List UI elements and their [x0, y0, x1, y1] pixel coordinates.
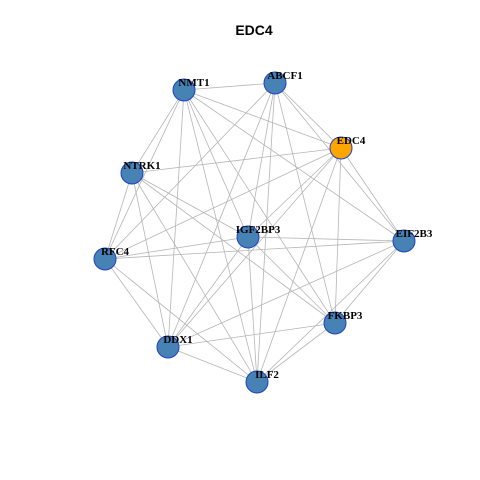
node-label-fkbp3: FKBP3: [328, 310, 363, 322]
node-label-eif2b3: EIF2B3: [396, 228, 433, 240]
node-label-ntrk1: NTRK1: [123, 160, 160, 172]
diagram-title: EDC4: [235, 22, 273, 38]
edge-nmt1-fkbp3: [183, 89, 336, 324]
edge-eif2b3-ddx1: [167, 240, 405, 348]
edge-edc4-rfc4: [104, 147, 342, 260]
node-label-rfc4: RFC4: [101, 246, 130, 258]
edge-edc4-eif2b3: [340, 147, 405, 242]
node-ddx1: [156, 335, 180, 359]
edge-eif2b3-rfc4: [104, 240, 405, 260]
edge-nmt1-eif2b3: [183, 89, 405, 242]
edge-abcf1-ddx1: [167, 82, 276, 348]
node-abcf1: [263, 71, 287, 95]
edge-rfc4-ilf2: [104, 258, 258, 383]
edge-eif2b3-ilf2: [256, 240, 405, 383]
edge-edc4-ilf2: [256, 147, 342, 383]
edge-ntrk1-igf2bp3: [131, 172, 249, 238]
node-fkbp3: [323, 311, 347, 335]
node-label-edc4: EDC4: [337, 135, 366, 147]
edge-abcf1-ilf2: [256, 82, 276, 383]
node-layer: [93, 71, 416, 394]
edge-rfc4-ddx1: [104, 258, 169, 348]
edge-fkbp3-ddx1: [167, 322, 336, 348]
node-ntrk1: [120, 161, 144, 185]
edge-abcf1-fkbp3: [274, 82, 336, 324]
node-label-ilf2: ILF2: [255, 369, 279, 381]
edge-nmt1-rfc4: [104, 89, 185, 260]
edge-abcf1-igf2bp3: [247, 82, 276, 238]
node-label-abcf1: ABCF1: [267, 70, 302, 82]
node-nmt1: [172, 78, 196, 102]
node-igf2bp3: [236, 225, 260, 249]
edge-ntrk1-fkbp3: [131, 172, 336, 324]
edge-abcf1-edc4: [274, 82, 342, 149]
edge-fkbp3-ilf2: [256, 322, 336, 383]
edge-igf2bp3-fkbp3: [247, 236, 336, 324]
node-ilf2: [245, 370, 269, 394]
edge-igf2bp3-eif2b3: [247, 236, 405, 242]
edge-nmt1-ilf2: [183, 89, 258, 383]
edge-nmt1-edc4: [183, 89, 342, 149]
edge-ntrk1-ilf2: [131, 172, 258, 383]
node-label-ddx1: DDX1: [163, 334, 192, 346]
edge-igf2bp3-ddx1: [167, 236, 249, 348]
edge-ntrk1-rfc4: [104, 172, 133, 260]
edge-abcf1-rfc4: [104, 82, 276, 260]
edge-edc4-fkbp3: [334, 147, 342, 324]
edge-eif2b3-fkbp3: [334, 240, 405, 324]
edge-edc4-ntrk1: [131, 147, 342, 174]
node-edc4: [329, 136, 353, 160]
edge-abcf1-eif2b3: [274, 82, 405, 242]
edge-edc4-ddx1: [167, 147, 342, 348]
edge-nmt1-igf2bp3: [183, 89, 249, 238]
edge-layer: [104, 82, 405, 383]
node-rfc4: [93, 247, 117, 271]
edge-abcf1-nmt1: [183, 82, 276, 91]
node-label-igf2bp3: IGF2BP3: [236, 224, 281, 236]
edge-nmt1-ntrk1: [131, 89, 185, 174]
edge-nmt1-ddx1: [167, 89, 185, 348]
edge-edc4-igf2bp3: [247, 147, 342, 238]
edge-igf2bp3-rfc4: [104, 236, 249, 260]
node-label-nmt1: NMT1: [178, 77, 209, 89]
edge-igf2bp3-ilf2: [247, 236, 258, 383]
node-eif2b3: [392, 229, 416, 253]
edge-ddx1-ilf2: [167, 346, 258, 383]
edge-ntrk1-ddx1: [131, 172, 169, 348]
